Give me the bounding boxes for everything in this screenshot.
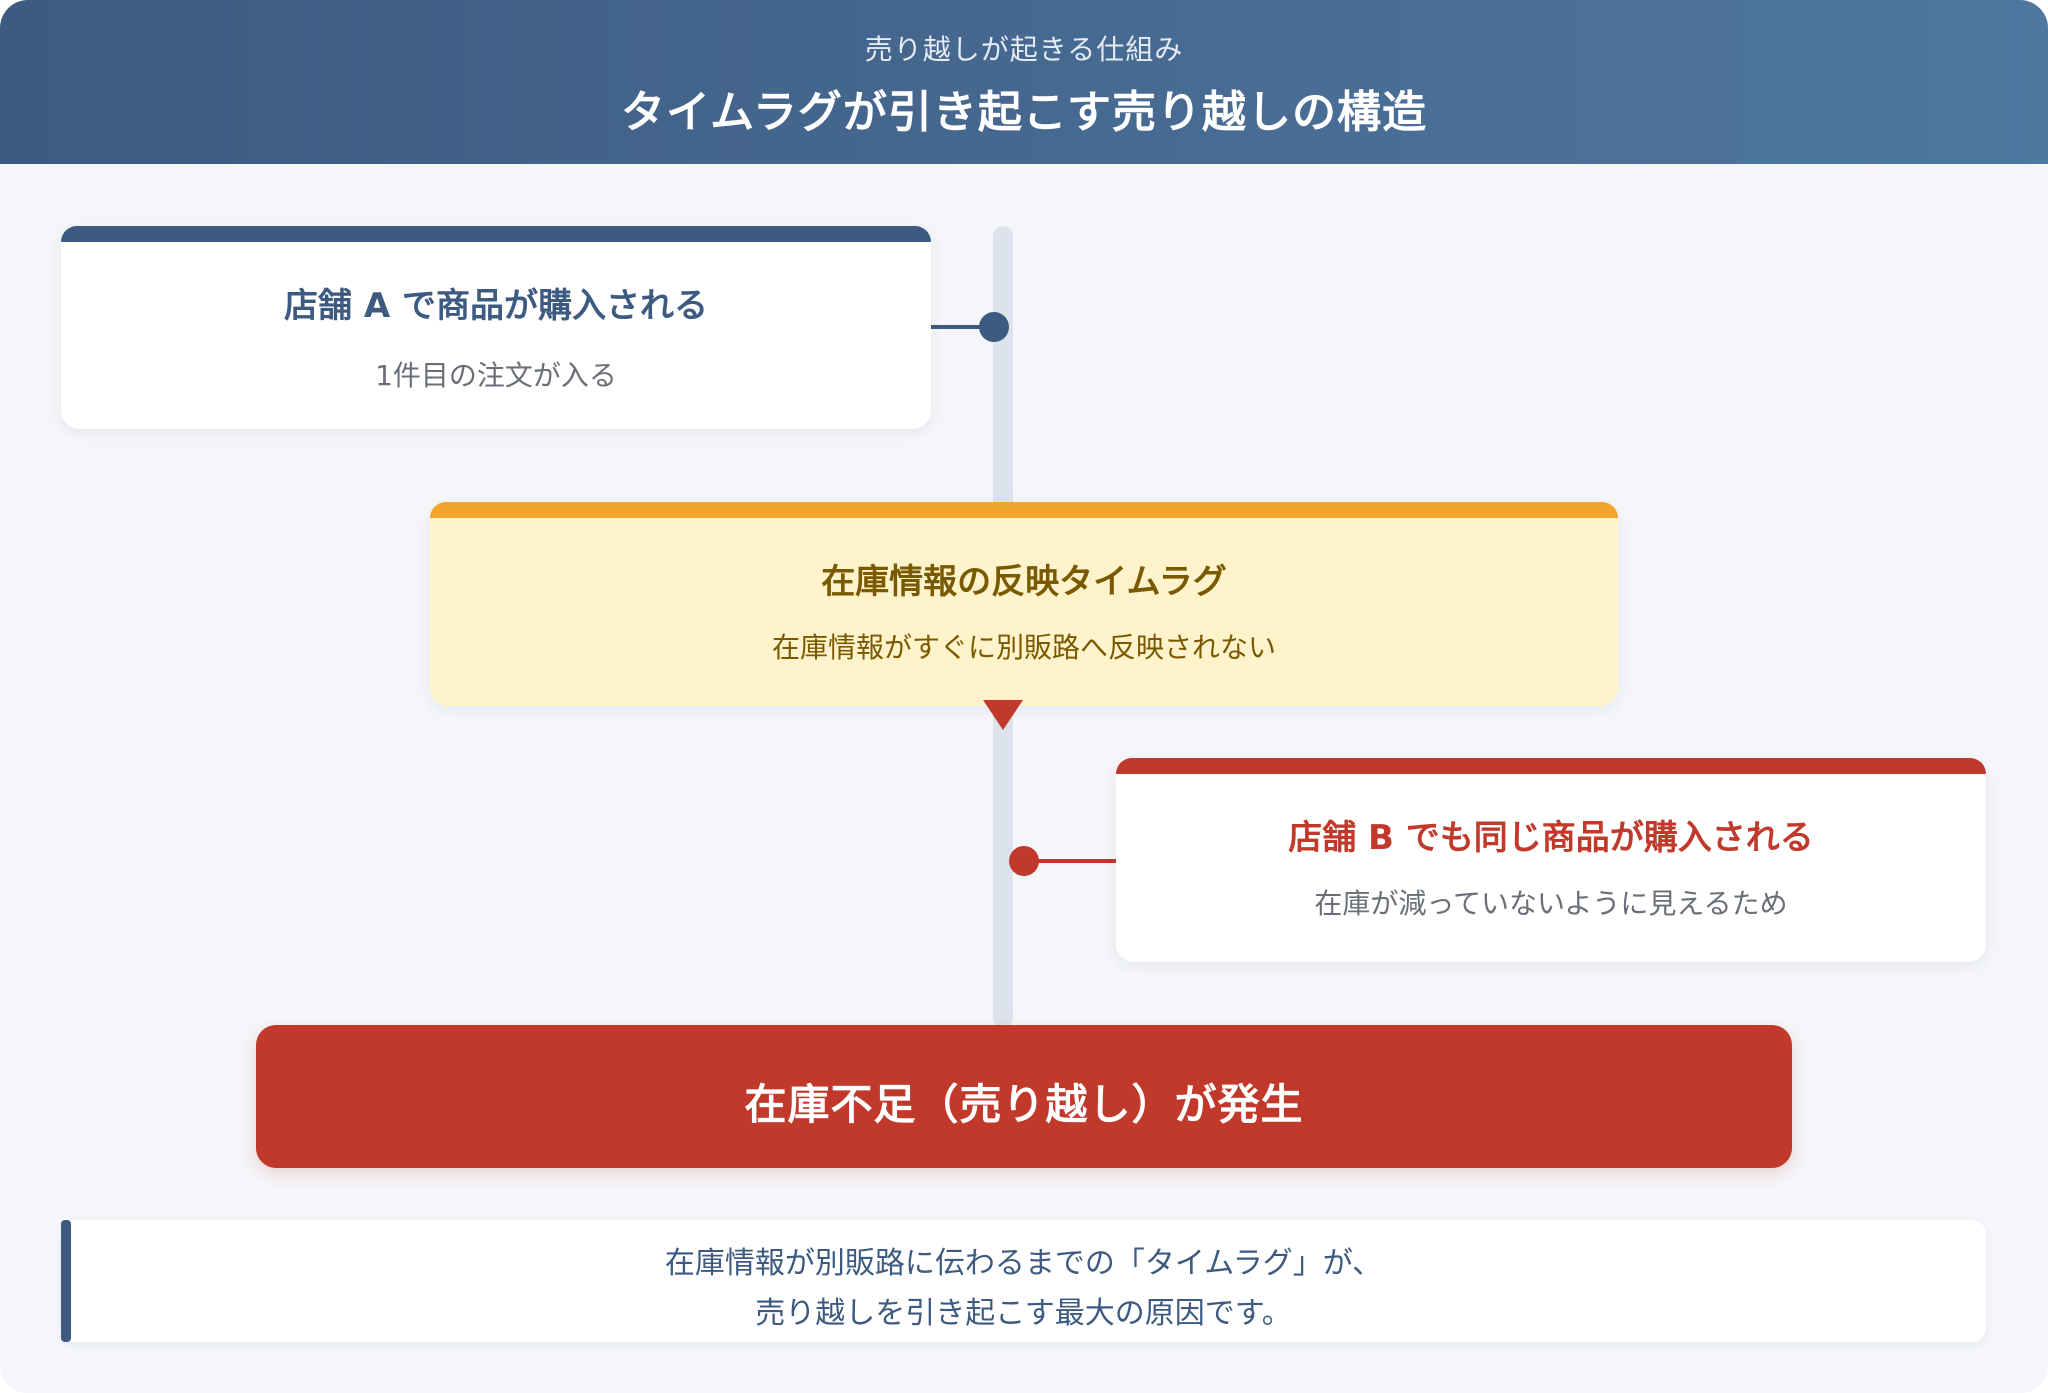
card-accent-bar xyxy=(1116,758,1986,774)
step-title: 店舗 B でも同じ商品が購入される xyxy=(1288,818,1814,858)
header-title: タイムラグが引き起こす売り越しの構造 xyxy=(620,87,1428,138)
step-title: 在庫情報の反映タイムラグ xyxy=(821,562,1227,602)
card-accent-bar xyxy=(430,502,1618,518)
connector-step-b xyxy=(1012,859,1116,863)
header-subtitle: 売り越しが起きる仕組み xyxy=(864,33,1184,66)
connector-step-a xyxy=(931,325,994,329)
step-description: 在庫情報がすぐに別販路へ反映されない xyxy=(771,631,1276,664)
step-description: 1件目の注文が入る xyxy=(375,359,617,392)
step-description: 在庫が減っていないように見えるため xyxy=(1314,887,1788,920)
note-accent-bar xyxy=(61,1220,71,1342)
step-title: 店舗 A で商品が購入される xyxy=(284,286,708,326)
result-box-oversell: 在庫不足（売り越し）が発生 xyxy=(256,1025,1792,1168)
summary-note: 在庫情報が別販路に伝わるまでの「タイムラグ」が、 売り越しを引き起こす最大の原因… xyxy=(61,1220,1986,1342)
note-line-2: 売り越しを引き起こす最大の原因です。 xyxy=(755,1296,1292,1331)
step-card-time-lag: 在庫情報の反映タイムラグ 在庫情報がすぐに別販路へ反映されない xyxy=(430,502,1618,706)
timeline-dot-step-b xyxy=(1009,846,1039,876)
note-line-1: 在庫情報が別販路に伝わるまでの「タイムラグ」が、 xyxy=(664,1246,1383,1281)
arrow-down-icon xyxy=(983,700,1023,730)
header-banner: 売り越しが起きる仕組み タイムラグが引き起こす売り越しの構造 xyxy=(0,0,2048,164)
result-text: 在庫不足（売り越し）が発生 xyxy=(744,1080,1304,1129)
step-card-store-a: 店舗 A で商品が購入される 1件目の注文が入る xyxy=(61,226,931,429)
timeline-dot-step-a xyxy=(979,312,1009,342)
card-accent-bar xyxy=(61,226,931,242)
step-card-store-b: 店舗 B でも同じ商品が購入される 在庫が減っていないように見えるため xyxy=(1116,758,1986,962)
